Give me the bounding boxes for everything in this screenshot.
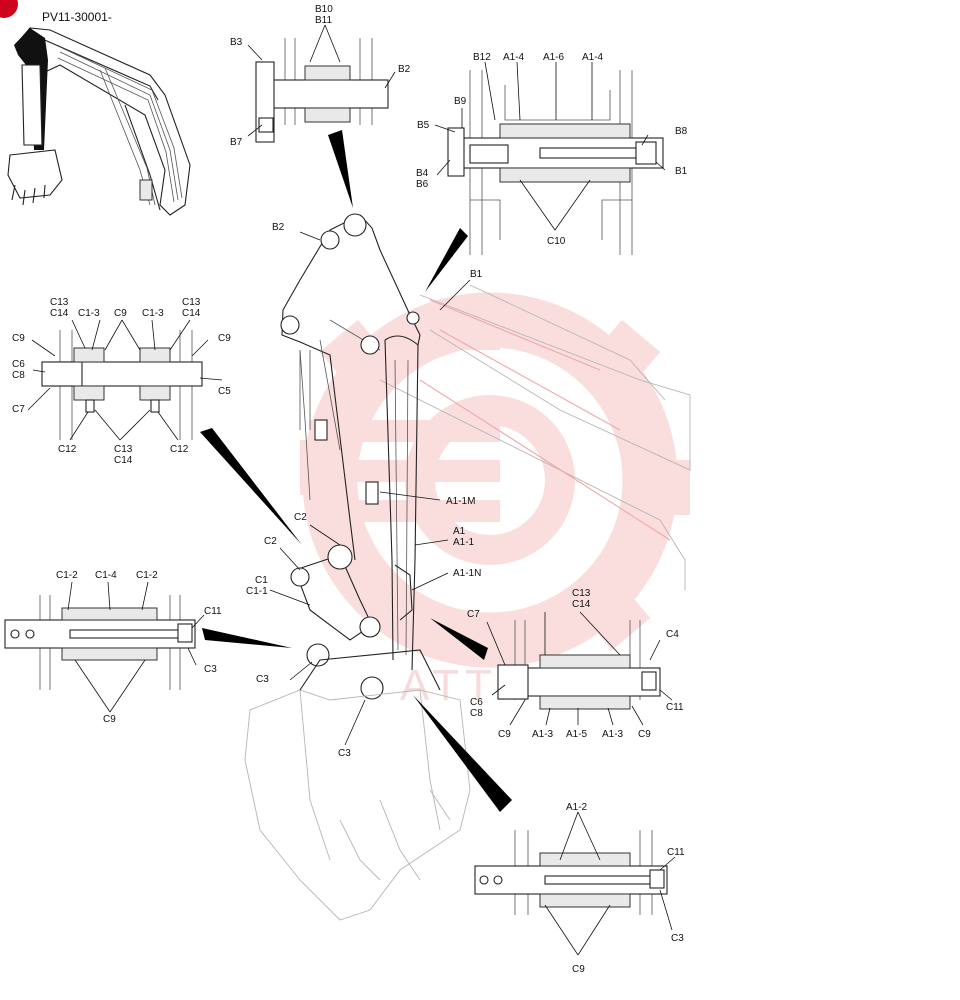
- label-c13c: C13: [114, 444, 133, 455]
- label-a1-4a: A1-4: [503, 52, 525, 63]
- part-labels: B10 B11 B3 B2 B7 B12 A1-4 A1-6 A1-4 B9 B…: [12, 4, 688, 975]
- label-b1-top: B1: [675, 166, 688, 177]
- label-c1: C1: [255, 575, 268, 586]
- label-b1-main: B1: [470, 269, 483, 280]
- serial-number: PV11-30001-: [42, 10, 112, 24]
- label-c2b: C2: [264, 536, 277, 547]
- label-c7b: C7: [467, 609, 480, 620]
- label-c9c: C9: [498, 729, 511, 740]
- label-c10: C10: [547, 236, 566, 247]
- label-b4: B4: [416, 168, 429, 179]
- label-b7: B7: [230, 137, 243, 148]
- label-a1-2: A1-2: [566, 802, 588, 813]
- watermark-gear-logo: [300, 292, 690, 668]
- label-c1-1: C1-1: [246, 586, 268, 597]
- label-c14d: C14: [572, 599, 591, 610]
- label-b5: B5: [417, 120, 430, 131]
- label-c5: C5: [218, 386, 231, 397]
- detail-b2-pin: [255, 38, 389, 143]
- label-c14c: C14: [114, 455, 133, 466]
- label-c3a: C3: [256, 674, 269, 685]
- label-a1-3b: A1-3: [602, 729, 624, 740]
- label-c9d: C9: [638, 729, 651, 740]
- label-c7a: C7: [12, 404, 25, 415]
- label-c13a: C13: [50, 297, 69, 308]
- label-c9-right: C9: [218, 333, 231, 344]
- label-c14b: C14: [182, 308, 201, 319]
- label-b2-main: B2: [272, 222, 285, 233]
- label-c1-3a: C1-3: [78, 308, 100, 319]
- label-c9e: C9: [572, 964, 585, 975]
- label-c6b: C6: [470, 697, 483, 708]
- arm-assembly-drawing: [244, 213, 691, 921]
- label-b10: B10: [315, 4, 333, 15]
- detail-c-bucket-pin-right: [474, 830, 668, 915]
- label-b6: B6: [416, 179, 429, 190]
- label-c9a: C9: [114, 308, 127, 319]
- corner-badge: [0, 0, 18, 18]
- label-a1-4b: A1-4: [582, 52, 604, 63]
- label-c1-2a: C1-2: [56, 570, 78, 581]
- machine-overview-drawing: [7, 27, 191, 216]
- label-b12: B12: [473, 52, 491, 63]
- label-b9: B9: [454, 96, 467, 107]
- label-c2a: C2: [294, 512, 307, 523]
- label-c11b: C11: [666, 702, 684, 713]
- detail-callout-arrows: [200, 130, 512, 812]
- label-c3d: C3: [671, 933, 684, 944]
- label-b11: B11: [315, 15, 332, 26]
- label-c4: C4: [666, 629, 679, 640]
- label-a1-5: A1-5: [566, 729, 588, 740]
- label-c3b: C3: [338, 748, 351, 759]
- leader-lines: [27, 24, 676, 956]
- label-c13d: C13: [572, 588, 591, 599]
- label-b8: B8: [675, 126, 688, 137]
- detail-c-arm-pin: [497, 620, 661, 710]
- detail-c-link-pin: [41, 330, 203, 440]
- label-a1-1n: A1-1N: [453, 568, 481, 579]
- label-a1: A1: [453, 526, 466, 537]
- label-b2-top: B2: [398, 64, 411, 75]
- label-c1-2b: C1-2: [136, 570, 158, 581]
- label-c8a: C8: [12, 370, 25, 381]
- label-c13b: C13: [182, 297, 201, 308]
- label-c8b: C8: [470, 708, 483, 719]
- label-c9b: C9: [103, 714, 116, 725]
- label-b3: B3: [230, 37, 243, 48]
- label-c6a: C6: [12, 359, 25, 370]
- label-c11a: C11: [204, 606, 222, 617]
- label-a1-6: A1-6: [543, 52, 565, 63]
- label-a1-1: A1-1: [453, 537, 475, 548]
- label-c14a: C14: [50, 308, 69, 319]
- detail-b1-pin: [447, 70, 664, 255]
- label-c11c: C11: [667, 847, 685, 858]
- label-a1-3a: A1-3: [532, 729, 554, 740]
- label-c1-3b: C1-3: [142, 308, 164, 319]
- label-a1-1m: A1-1M: [446, 496, 475, 507]
- label-c1-4: C1-4: [95, 570, 117, 581]
- label-c9-left: C9: [12, 333, 25, 344]
- detail-c-bucket-pin-left: [4, 595, 196, 690]
- label-c12a: C12: [58, 444, 77, 455]
- label-c12b: C12: [170, 444, 189, 455]
- label-c3c: C3: [204, 664, 217, 675]
